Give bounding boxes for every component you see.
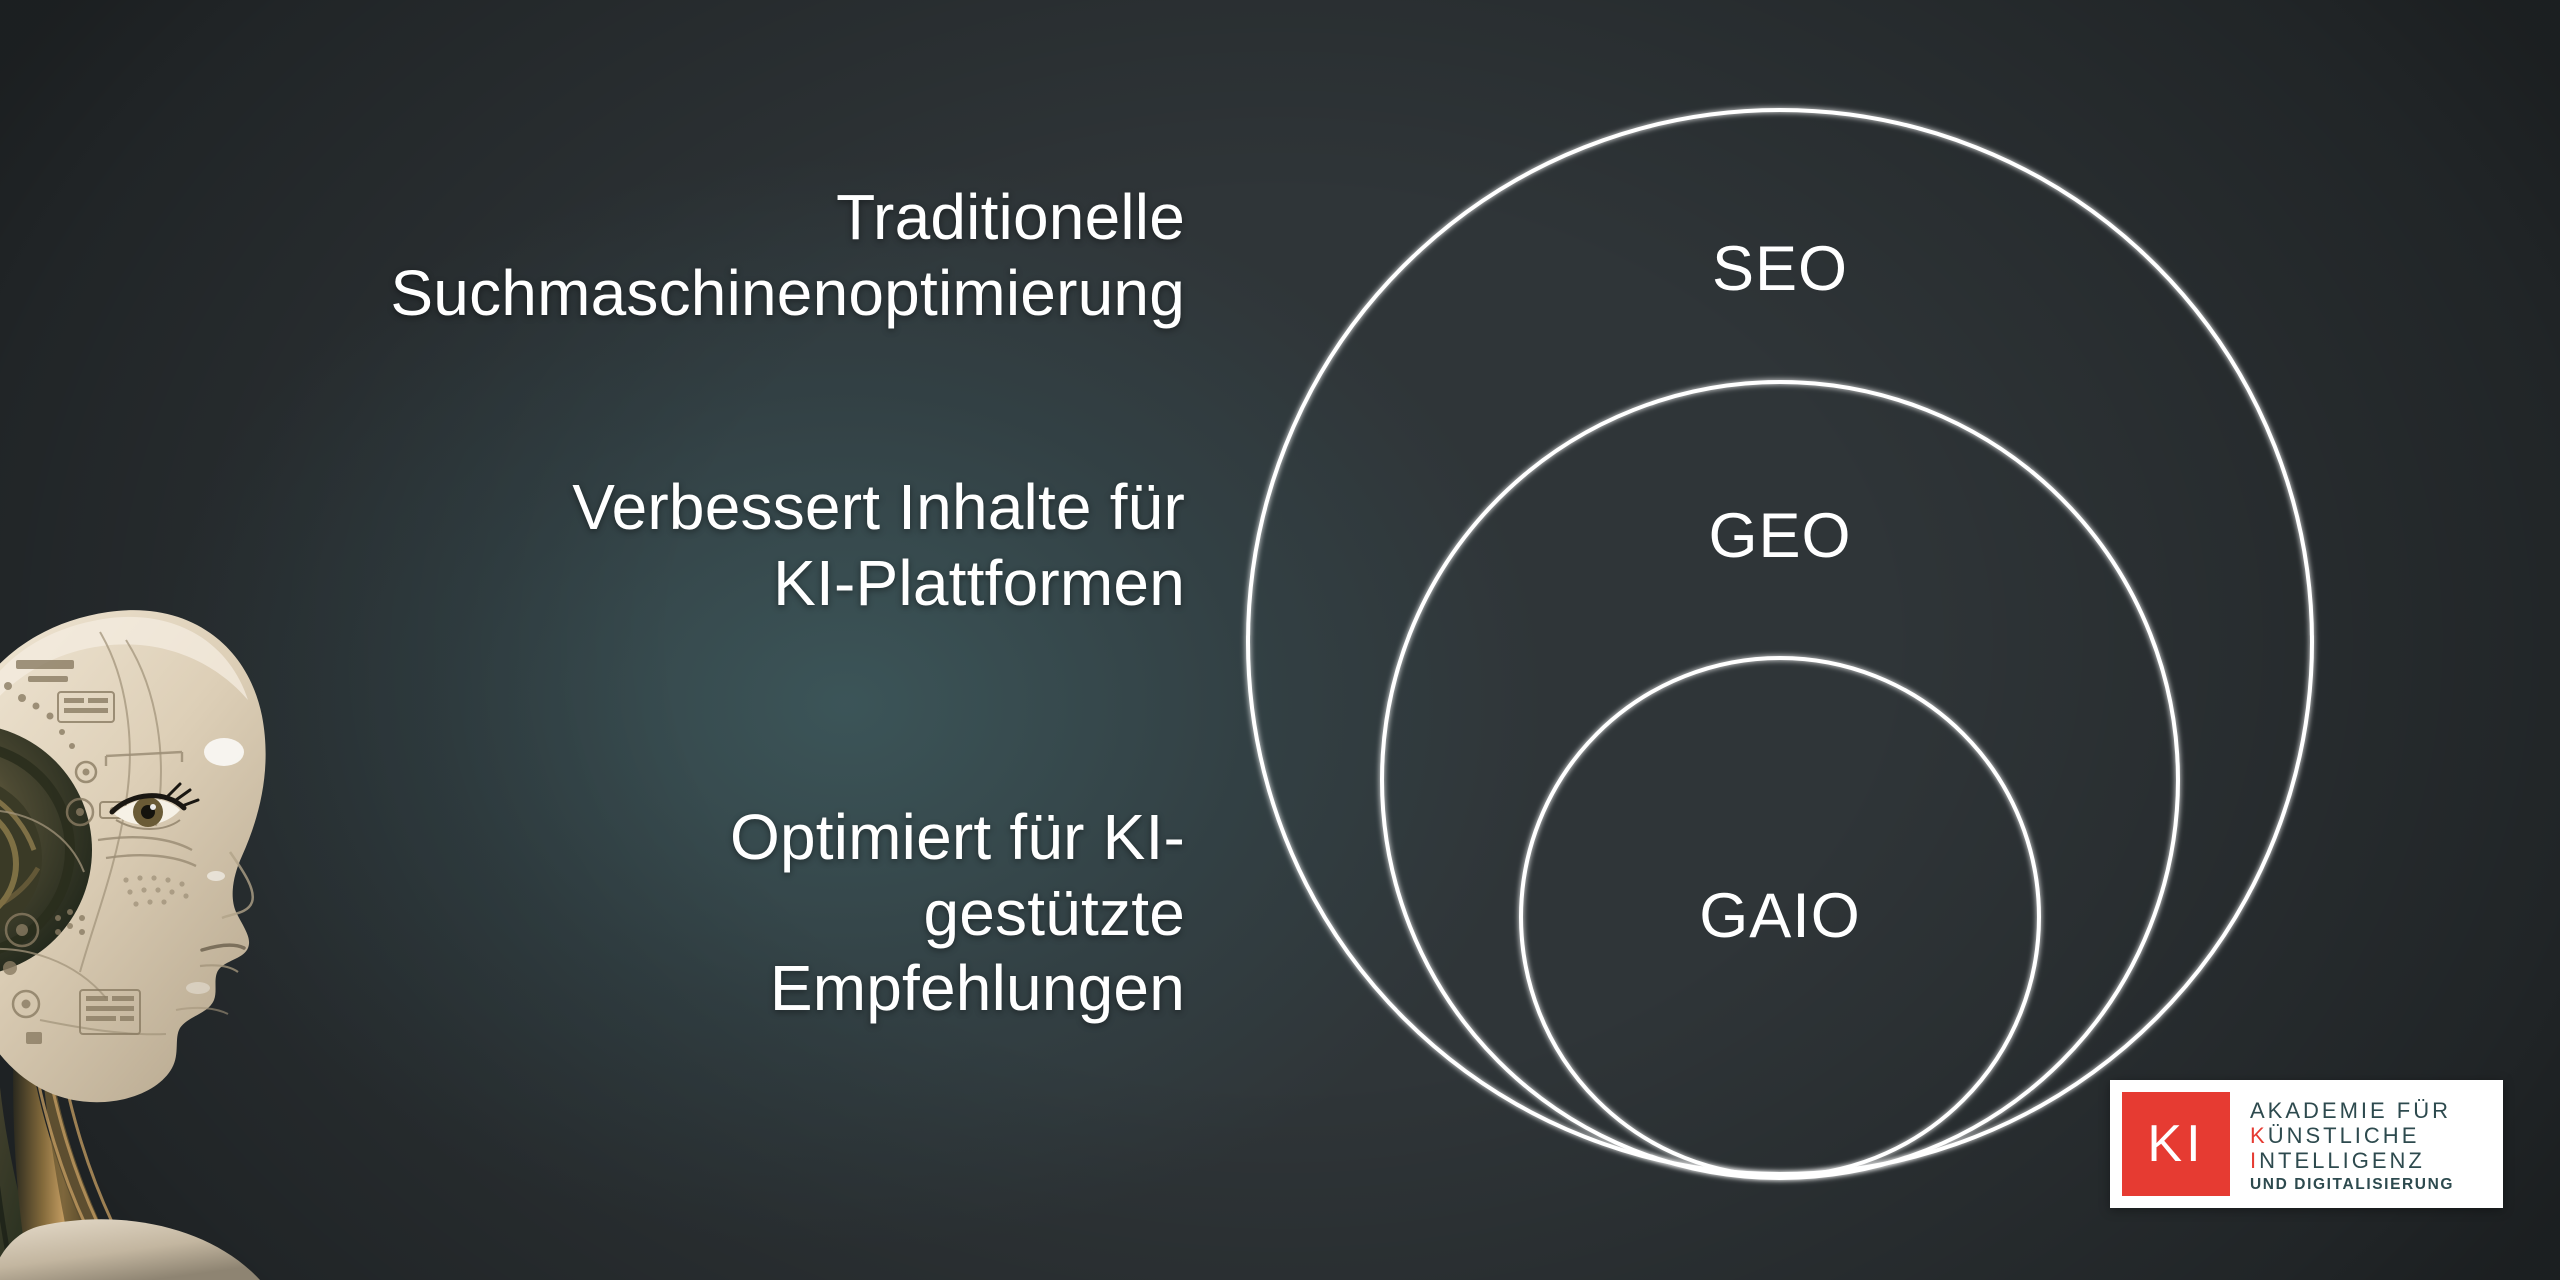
description-seo-line2: Suchmaschinenoptimierung	[390, 256, 1185, 329]
description-seo-line1: Traditionelle	[836, 181, 1185, 253]
description-gaio-line1: Optimiert für KI-	[729, 801, 1185, 873]
ring-label-geo: GEO	[1708, 501, 1851, 571]
logo-wordmark: AKADEMIE FÜR KÜNSTLICHE INTELLIGENZ UND …	[2230, 1080, 2503, 1208]
ring-label-seo: SEO	[1712, 234, 1848, 304]
ring-label-gaio: GAIO	[1699, 881, 1861, 951]
description-geo: Verbessert Inhalte für KI-Plattformen	[180, 470, 1185, 621]
logo-rest-ntelligenz: NTELLIGENZ	[2259, 1148, 2425, 1174]
ki-akademie-logo[interactable]: KI AKADEMIE FÜR KÜNSTLICHE INTELLIGENZ U…	[2110, 1080, 2503, 1208]
description-geo-line1: Verbessert Inhalte für	[572, 471, 1185, 543]
logo-line-intelligenz: INTELLIGENZ	[2250, 1148, 2493, 1173]
logo-line-und-digitalisierung: UND DIGITALISIERUNG	[2250, 1176, 2455, 1194]
logo-line-kuenstliche: KÜNSTLICHE	[2250, 1123, 2493, 1148]
logo-line-akademie-fuer: AKADEMIE FÜR	[2250, 1098, 2452, 1124]
description-gaio-line2: gestützte	[923, 876, 1185, 949]
logo-mark-ki: KI	[2122, 1092, 2230, 1196]
description-gaio-line3: Empfehlungen	[769, 952, 1185, 1025]
logo-cap-i: I	[2250, 1148, 2260, 1174]
ring-gaio	[1519, 656, 2041, 1178]
logo-rest-uenstliche: ÜNSTLICHE	[2267, 1123, 2420, 1149]
description-gaio: Optimiert für KI- gestützte Empfehlungen	[180, 800, 1185, 1027]
description-seo: Traditionelle Suchmaschinenoptimierung	[180, 180, 1185, 331]
description-geo-line2: KI-Plattformen	[773, 546, 1185, 619]
logo-cap-k: K	[2250, 1123, 2268, 1149]
